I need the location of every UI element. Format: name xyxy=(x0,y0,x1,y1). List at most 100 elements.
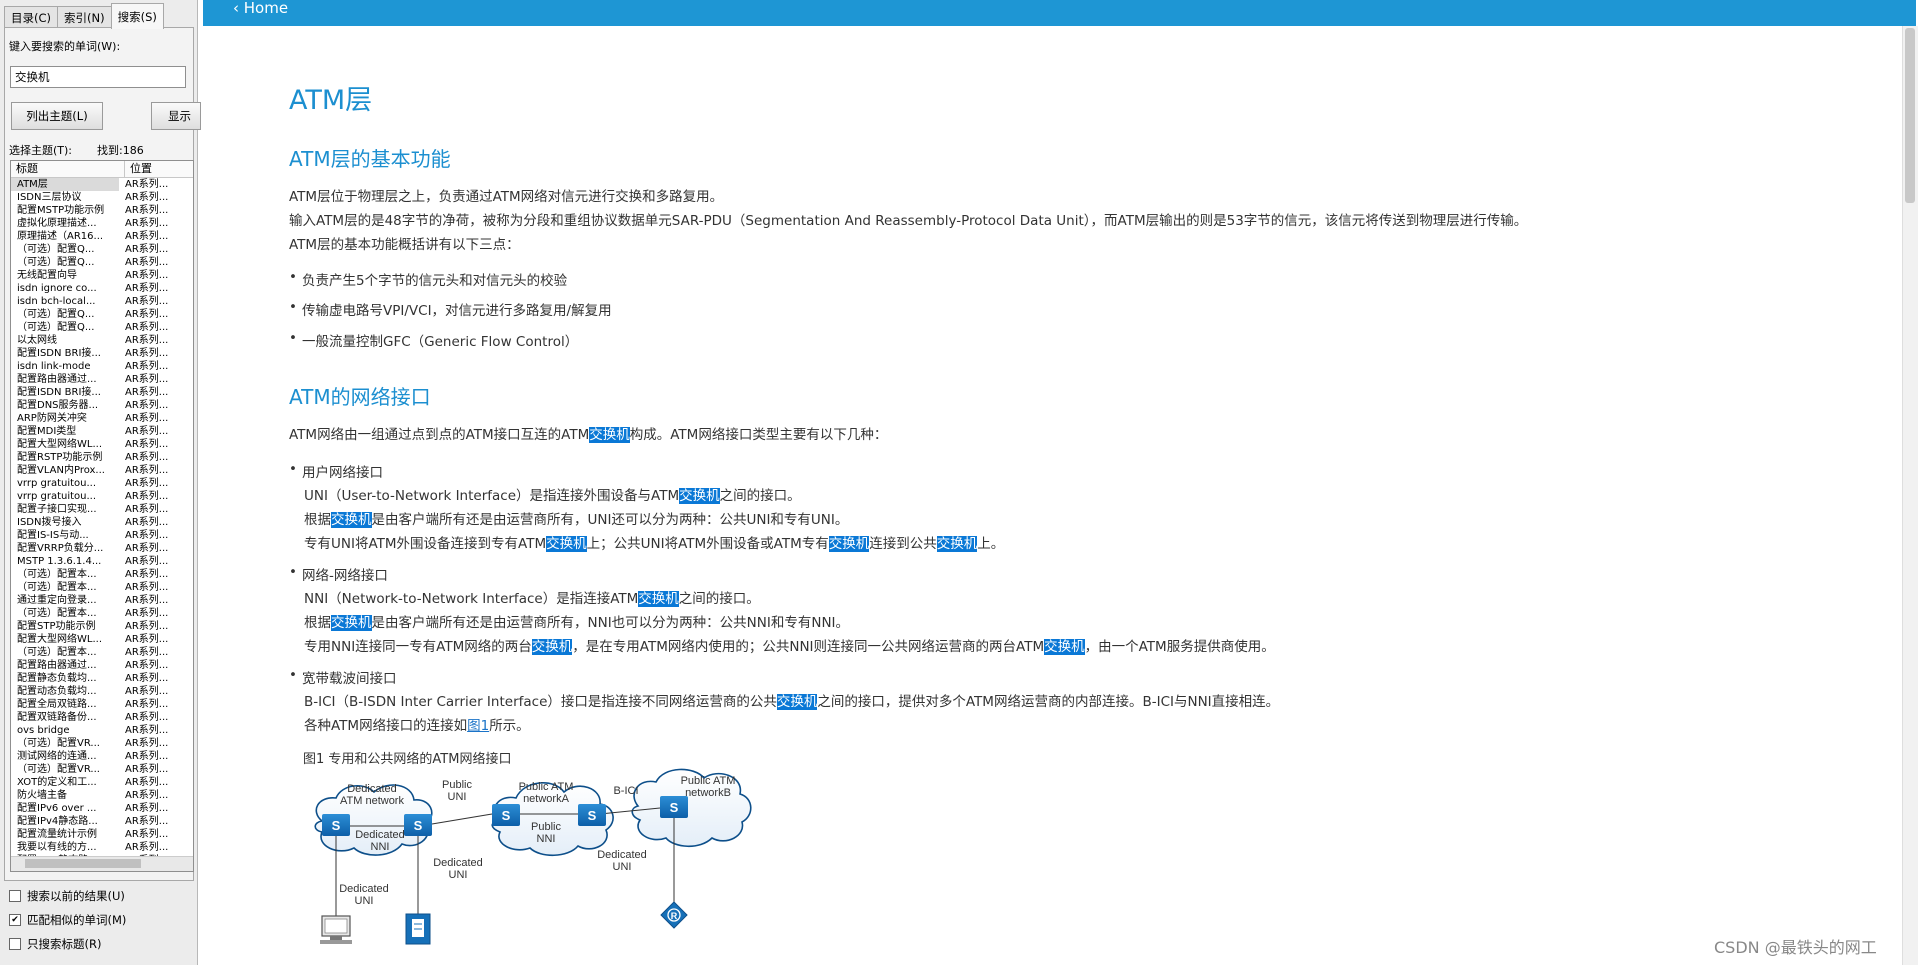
list-item[interactable]: 配置子接口实现...AR系列... xyxy=(11,503,193,516)
list-item[interactable]: 配置大型网络WL...AR系列... xyxy=(11,438,193,451)
list-item[interactable]: 配置DNS服务器...AR系列... xyxy=(11,399,193,412)
result-title: 配置IPv4静态路... xyxy=(17,816,98,827)
result-location: AR系列... xyxy=(125,478,169,489)
list-item[interactable]: vrrp gratuitou...AR系列... xyxy=(11,477,193,490)
list-item[interactable]: （可选）配置本...AR系列... xyxy=(11,607,193,620)
display-button[interactable]: 显示 xyxy=(151,102,201,130)
list-item[interactable]: （可选）配置Q...AR系列... xyxy=(11,321,193,334)
checkbox-titles-only[interactable] xyxy=(9,938,21,950)
list-item[interactable]: 配置动态负载均...AR系列... xyxy=(11,685,193,698)
result-location: AR系列... xyxy=(125,738,169,749)
home-link[interactable]: ‹ Home xyxy=(233,0,288,18)
list-item[interactable]: 配置ISDN BRI接...AR系列... xyxy=(11,347,193,360)
tab-index[interactable]: 索引(N) xyxy=(57,6,112,29)
bici-line-2: 各种ATM网络接口的连接如图1所示。 xyxy=(304,718,530,734)
list-item[interactable]: （可选）配置Q...AR系列... xyxy=(11,308,193,321)
tab-contents[interactable]: 目录(C) xyxy=(4,6,59,29)
list-item[interactable]: XOT的定义和工...AR系列... xyxy=(11,776,193,789)
list-item[interactable]: 配置IPv4静态路...AR系列... xyxy=(11,815,193,828)
column-header-title[interactable]: 标题 xyxy=(11,161,125,177)
list-item[interactable]: 我要以有线的方...AR系列... xyxy=(11,841,193,854)
result-location: AR系列... xyxy=(125,426,169,437)
option-titles-only[interactable]: 只搜索标题(R) xyxy=(9,936,101,952)
list-item[interactable]: 配置路由器通过...AR系列... xyxy=(11,659,193,672)
list-topics-button[interactable]: 列出主题(L) xyxy=(11,102,103,130)
list-item[interactable]: 原理描述（AR16...AR系列... xyxy=(11,230,193,243)
checkbox-match-similar[interactable]: ✔ xyxy=(9,914,21,926)
list-item[interactable]: vrrp gratuitou...AR系列... xyxy=(11,490,193,503)
list-item[interactable]: 通过重定向登录...AR系列... xyxy=(11,594,193,607)
list-item[interactable]: 配置ISDN BRI接...AR系列... xyxy=(11,386,193,399)
list-item[interactable]: 配置双链路备份...AR系列... xyxy=(11,711,193,724)
result-title: （可选）配置Q... xyxy=(17,322,95,333)
list-item[interactable]: 配置全局双链路...AR系列... xyxy=(11,698,193,711)
list-item[interactable]: 配置VLAN内Prox...AR系列... xyxy=(11,464,193,477)
list-item[interactable]: （可选）配置本...AR系列... xyxy=(11,581,193,594)
found-count: 找到:186 xyxy=(97,144,144,157)
search-input[interactable] xyxy=(10,66,186,88)
option-match-similar[interactable]: ✔匹配相似的单词(M) xyxy=(9,912,126,928)
list-item[interactable]: 配置路由器通过...AR系列... xyxy=(11,373,193,386)
list-item[interactable]: 测试网络的连通...AR系列... xyxy=(11,750,193,763)
result-title: 配置全局双链路... xyxy=(17,699,97,710)
list-item[interactable]: MSTP 1.3.6.1.4...AR系列... xyxy=(11,555,193,568)
switch-label: S xyxy=(502,808,511,823)
list-item[interactable]: 配置静态负载均...AR系列... xyxy=(11,672,193,685)
label-bici: B-ICI xyxy=(613,785,638,797)
scrollbar-thumb[interactable] xyxy=(1905,28,1915,203)
result-title: （可选）配置VR... xyxy=(17,764,100,775)
list-item[interactable]: （可选）配置Q...AR系列... xyxy=(11,243,193,256)
list-item[interactable]: （可选）配置VR... AR系列... xyxy=(11,737,193,750)
label-dedicated-nni-1: Dedicated xyxy=(355,829,405,841)
paragraph: ATM网络由一组通过点到点的ATM接口互连的ATM交换机构成。ATM网络接口类型… xyxy=(289,427,888,443)
list-item[interactable]: 虚拟化原理描述...AR系列... xyxy=(11,217,193,230)
list-item[interactable]: isdn bch-local...AR系列... xyxy=(11,295,193,308)
list-item[interactable]: 配置VRRP负载分...AR系列... xyxy=(11,542,193,555)
list-item[interactable]: isdn ignore co...AR系列... xyxy=(11,282,193,295)
result-title: （可选）配置VR... xyxy=(17,738,100,749)
list-item[interactable]: （可选）配置Q...AR系列... xyxy=(11,256,193,269)
content-vertical-scrollbar[interactable] xyxy=(1902,26,1918,965)
list-item[interactable]: 配置IS-IS与动...AR系列... xyxy=(11,529,193,542)
list-item[interactable]: （可选）配置本...AR系列... xyxy=(11,646,193,659)
checkbox-search-previous[interactable] xyxy=(9,890,21,902)
result-location: AR系列... xyxy=(125,270,169,281)
result-title: ovs bridge xyxy=(17,725,70,736)
result-location: AR系列... xyxy=(125,205,169,216)
list-item[interactable]: （可选）配置VR...AR系列... xyxy=(11,763,193,776)
result-location: AR系列... xyxy=(125,712,169,723)
list-item[interactable]: （可选）配置本...AR系列... xyxy=(11,568,193,581)
result-title: 配置动态负载均... xyxy=(17,686,97,697)
result-title: 配置IS-IS与动... xyxy=(17,530,89,541)
results-horizontal-scrollbar[interactable] xyxy=(11,856,193,871)
atm-switch-3: S xyxy=(492,804,520,826)
tab-search[interactable]: 搜索(S) xyxy=(110,3,164,29)
figure-1-link[interactable]: 图1 xyxy=(467,718,490,734)
list-item[interactable]: 配置大型网络WL...AR系列... xyxy=(11,633,193,646)
result-title: isdn link-mode xyxy=(17,361,91,372)
list-item[interactable]: 配置IPv6 over ...AR系列... xyxy=(11,802,193,815)
nni-line-1: NNI（Network-to-Network Interface）是指连接ATM… xyxy=(304,591,760,607)
option-search-previous[interactable]: 搜索以前的结果(U) xyxy=(9,888,125,904)
scrollbar-thumb[interactable] xyxy=(25,859,141,868)
result-title: 配置ISDN BRI接... xyxy=(17,348,101,359)
result-location: AR系列... xyxy=(125,491,169,502)
pc-icon xyxy=(320,915,352,944)
column-header-location[interactable]: 位置 xyxy=(130,162,152,175)
result-location: AR系列... xyxy=(125,231,169,242)
